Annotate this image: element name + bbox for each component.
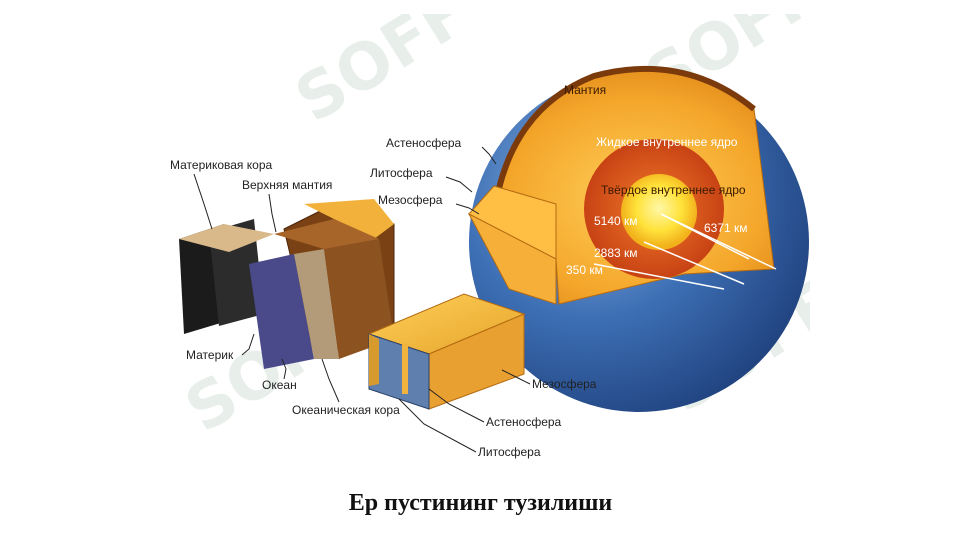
label-mesosphere-block: Мезосфера [532,377,597,391]
label-solid-core: Твёрдое внутреннее ядро [601,183,746,197]
watermark-text: SOFF [283,14,482,138]
label-asthenosphere-block: Астеносфера [486,415,562,429]
pointer-mesosphere-globe [455,203,480,215]
radius-line-2883 [643,241,745,285]
inner-core [621,174,697,250]
layer-block-labels: Мезосфера Астеносфера Литосфера [398,369,597,459]
globe-cutaway: Мантия Жидкое внутреннее ядро Твёрдое вн… [467,65,809,412]
label-liquid-core: Жидкое внутреннее ядро [596,135,738,149]
label-mantle: Мантия [564,83,606,97]
pointer-lithosphere-globe [445,176,473,193]
crust-rim [491,65,756,215]
label-radius-6371: 6371 км [704,221,748,235]
label-lithosphere-globe: Литосфера [370,166,433,180]
label-continent: Материк [186,348,234,362]
crust-block [179,199,395,369]
label-radius-350: 350 км [566,263,603,277]
radius-line-5140 [660,213,750,260]
ocean-water [249,254,314,369]
pointer-continent [241,333,255,356]
label-continental-crust: Материковая кора [170,158,272,172]
earth-structure-figure: SOFF SOFF SOFF SOFF Мантия Жидкое внутре… [164,14,810,466]
pointer-mesosphere-block [501,369,531,385]
label-radius-2883: 2883 км [594,246,638,260]
caption: Ер пустининг тузилиши [348,490,613,516]
block-edge [369,334,379,386]
label-mesosphere-globe: Мезосфера [378,193,443,207]
layer-block [367,293,526,410]
block-crack [402,344,408,394]
label-ocean: Океан [262,378,297,392]
pointer-ocean [281,358,287,380]
globe-labels: Астеносфера Литосфера Мезосфера [370,136,497,215]
radius-line-350 [593,263,725,290]
label-asthenosphere-globe: Астеносфера [386,136,462,150]
crust-block-labels: Материковая кора Верхняя мантия Материк … [170,158,400,417]
mantle-layer [324,239,394,359]
label-radius-5140: 5140 км [594,214,638,228]
continental-crust-top [179,224,274,252]
pointer-lithosphere-block [398,398,477,453]
mesosphere-wedge [467,212,557,305]
label-liquid-core-text: Жидкое внутреннее ядро [596,135,738,149]
mantle-top [274,219,379,249]
label-lithosphere-block: Литосфера [478,445,541,459]
upper-mantle-top [304,199,394,239]
pointer-upper-mantle [268,193,277,233]
label-upper-mantle: Верхняя мантия [242,178,332,192]
pointer-asthenosphere-globe [481,146,497,165]
pointer-asthenosphere-block [428,388,485,423]
pointer-continental-crust [193,173,213,230]
label-oceanic-crust: Океаническая кора [292,403,400,417]
pointer-oceanic-crust [321,358,340,403]
